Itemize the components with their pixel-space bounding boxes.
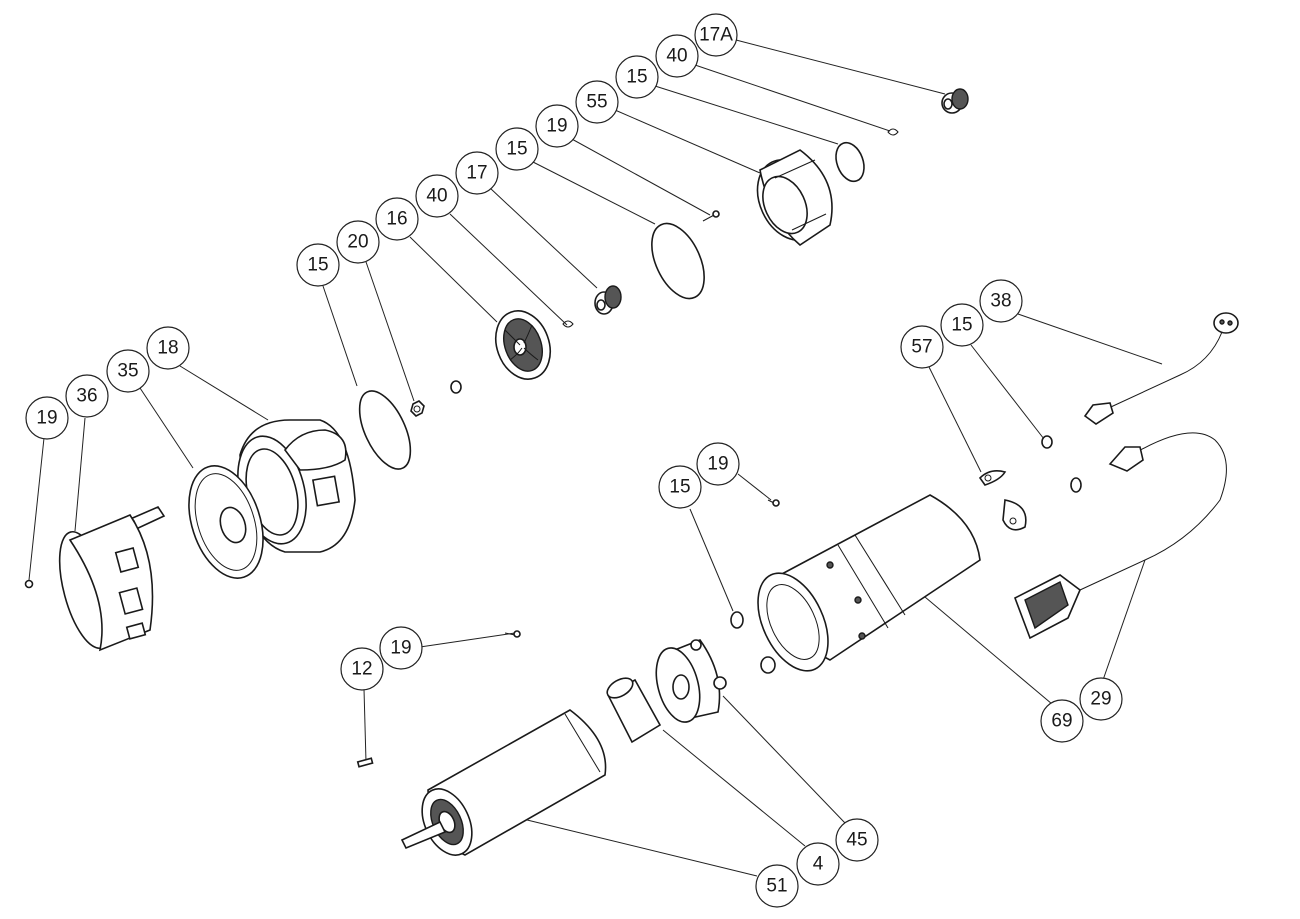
clip-40-top-icon [887, 128, 899, 136]
bushing-17-icon [594, 285, 622, 315]
callout-19-top: 19 [535, 104, 579, 148]
parts [24, 88, 1239, 856]
svg-text:19: 19 [707, 454, 728, 475]
callout-4: 4 [796, 842, 840, 886]
callout-17: 17 [455, 151, 499, 195]
svg-text:15: 15 [669, 477, 690, 498]
washer-15-mid-b-icon [760, 656, 776, 674]
svg-text:4: 4 [813, 854, 824, 875]
clamp-57-icon [978, 470, 1027, 531]
impeller-16-icon [494, 310, 552, 380]
o-ring-15-top-icon [835, 141, 865, 183]
screw-19-low-icon [504, 630, 521, 638]
callout-19-left: 19 [25, 396, 69, 440]
o-ring-15-icon [358, 390, 412, 470]
callout-57: 57 [900, 325, 944, 369]
svg-text:18: 18 [157, 338, 178, 359]
float-switch-29-icon [1014, 432, 1227, 640]
callout-40-top: 40 [655, 34, 699, 78]
svg-text:12: 12 [351, 659, 372, 680]
callout-15-top: 15 [615, 55, 659, 99]
svg-text:55: 55 [586, 92, 607, 113]
screw-19-top-icon [702, 210, 720, 222]
svg-text:45: 45 [846, 830, 867, 851]
callout-15-right: 15 [940, 303, 984, 347]
svg-text:15: 15 [506, 139, 527, 160]
callout-20: 20 [336, 220, 380, 264]
sleeve-4-icon [606, 677, 662, 744]
callout-balloons: 17A 40 15 55 19 15 17 40 16 20 15 18 35 … [25, 13, 1123, 908]
callout-18: 18 [146, 326, 190, 370]
svg-text:15: 15 [307, 255, 328, 276]
key-12-icon [356, 757, 374, 768]
callout-40: 40 [415, 174, 459, 218]
svg-text:35: 35 [117, 361, 138, 382]
motor-housing-69-icon [757, 494, 981, 672]
svg-text:19: 19 [36, 408, 57, 429]
svg-text:38: 38 [990, 291, 1011, 312]
svg-text:57: 57 [911, 337, 932, 358]
screw-19-left-icon [24, 579, 34, 589]
washer-15-right-icon [1041, 435, 1053, 449]
callout-16: 16 [375, 197, 419, 241]
svg-text:29: 29 [1090, 689, 1111, 710]
bushing-17a-icon [941, 88, 969, 114]
callout-51: 51 [755, 864, 799, 908]
base-ring-36-icon [58, 514, 154, 652]
flange-plate-35-icon [188, 465, 264, 579]
svg-text:19: 19 [390, 638, 411, 659]
svg-text:51: 51 [766, 876, 787, 897]
callout-12: 12 [340, 647, 384, 691]
svg-text:15: 15 [951, 315, 972, 336]
svg-text:40: 40 [666, 46, 687, 67]
callout-69: 69 [1040, 699, 1084, 743]
svg-text:16: 16 [386, 209, 407, 230]
washer-15-right-b-icon [1070, 477, 1082, 493]
callout-17a: 17A [694, 13, 738, 57]
svg-text:40: 40 [426, 186, 447, 207]
svg-text:36: 36 [76, 386, 97, 407]
callout-29: 29 [1079, 677, 1123, 721]
washer-15-mid-icon [730, 611, 744, 629]
callout-15-b: 15 [495, 127, 539, 171]
bearing-housing-45-icon [655, 639, 727, 723]
svg-text:17A: 17A [699, 25, 733, 46]
cage-55-icon [756, 149, 833, 246]
svg-text:19: 19 [546, 116, 567, 137]
cable-38-icon [1083, 312, 1239, 425]
motor-rotor-51-icon [400, 709, 607, 856]
callout-45: 45 [835, 818, 879, 862]
callout-55: 55 [575, 80, 619, 124]
nut-20-icon [410, 380, 462, 417]
callout-38: 38 [979, 279, 1023, 323]
callout-19-low: 19 [379, 626, 423, 670]
svg-text:15: 15 [626, 67, 647, 88]
o-ring-15-large-icon [651, 222, 705, 300]
callout-35: 35 [106, 349, 150, 393]
leader-lines [28, 39, 1163, 877]
callout-19-mid: 19 [696, 442, 740, 486]
svg-text:17: 17 [466, 163, 487, 184]
clip-40-icon [562, 320, 574, 328]
callout-15-c: 15 [296, 243, 340, 287]
callout-36: 36 [65, 374, 109, 418]
svg-text:69: 69 [1051, 711, 1072, 732]
screw-19-mid-icon [767, 499, 780, 507]
svg-text:20: 20 [347, 232, 368, 253]
callout-15-mid: 15 [658, 465, 702, 509]
